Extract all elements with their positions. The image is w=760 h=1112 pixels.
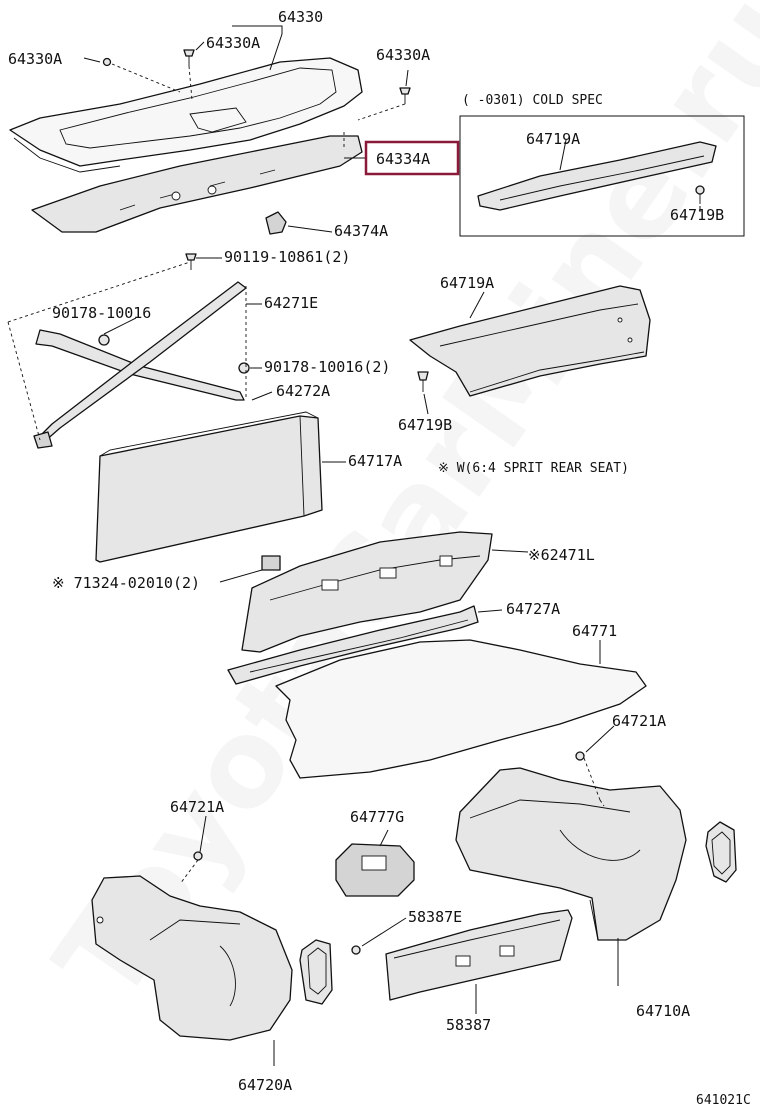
figure-code: 641021C <box>696 1093 751 1108</box>
part-64771-mat <box>275 639 647 779</box>
label-64330A-left: 64330A <box>8 50 62 68</box>
label-64717A: 64717A <box>348 452 402 470</box>
part-64710A-side-trim <box>455 767 687 941</box>
label-64719B-box: 64719B <box>670 206 724 224</box>
clip-64719B-trim <box>417 371 429 392</box>
leader-lines <box>83 25 701 1066</box>
clip-64330A-mid <box>183 49 195 66</box>
label-64721A-left: 64721A <box>170 798 224 816</box>
clip-64721A-left <box>193 851 203 861</box>
label-64374A: 64374A <box>334 222 388 240</box>
clip-71324-02010 <box>261 555 281 571</box>
label-64330: 64330 <box>278 8 323 26</box>
clip-64330A-left <box>102 57 112 67</box>
label-90119-10861: 90119-10861(2) <box>224 248 350 266</box>
clip-64330A-right <box>399 87 411 104</box>
label-64271E: 64271E <box>264 294 318 312</box>
label-64727A: 64727A <box>506 600 560 618</box>
dashed-64721A-right <box>583 757 605 807</box>
part-62471L-trim <box>241 531 493 653</box>
part-64719A-cold-spec <box>477 141 717 211</box>
label-71324-02010: ※ 71324-02010(2) <box>52 574 200 592</box>
part-64719A-trim <box>409 285 651 397</box>
label-64330A-mid: 64330A <box>206 34 260 52</box>
label-64719A: 64719A <box>440 274 494 292</box>
part-64720A-side-trim <box>91 875 293 1041</box>
label-64719A-box: 64719A <box>526 130 580 148</box>
part-58387-scuff-plate <box>385 909 573 1001</box>
part-64330-package-tray <box>9 57 363 173</box>
label-58387E: 58387E <box>408 908 462 926</box>
label-64771: 64771 <box>572 622 617 640</box>
seat-note: ※ W(6:4 SPRIT REAR SEAT) <box>438 461 629 476</box>
cold-spec-box <box>459 115 745 237</box>
dashed-box-brace <box>7 261 247 441</box>
label-62471L: ※62471L <box>528 546 595 564</box>
part-64334A-silencer <box>31 135 363 233</box>
label-90178-10016-left: 90178-10016 <box>52 304 151 322</box>
label-64777G: 64777G <box>350 808 404 826</box>
clip-64719B-cold-spec <box>695 185 705 204</box>
label-64272A: 64272A <box>276 382 330 400</box>
cold-spec-note: ( -0301) COLD SPEC <box>462 93 603 108</box>
label-58387: 58387 <box>446 1016 491 1034</box>
label-64334A[interactable]: 64334A <box>376 150 430 168</box>
clip-64721A-right <box>575 751 585 761</box>
part-64271E-brace <box>33 281 247 449</box>
highlight-64334A <box>364 140 460 176</box>
label-64720A: 64720A <box>238 1076 292 1094</box>
clip-58387E <box>351 945 361 955</box>
nut-90178-10016-left <box>98 334 110 346</box>
label-64719B: 64719B <box>398 416 452 434</box>
label-64710A: 64710A <box>636 1002 690 1020</box>
part-64374A-bracket <box>265 211 287 235</box>
label-90178-10016-right: 90178-10016(2) <box>264 358 390 376</box>
part-64710A-cover <box>705 821 737 883</box>
label-64721A-right: 64721A <box>612 712 666 730</box>
part-64720A-cover <box>299 939 333 1005</box>
part-64717A-board <box>95 411 323 563</box>
part-64777G-block <box>335 843 415 897</box>
nut-90178-10016-right <box>238 362 250 374</box>
label-64330A-right: 64330A <box>376 46 430 64</box>
part-64727A-strip <box>227 605 479 685</box>
bolt-90119-10861 <box>185 253 197 270</box>
